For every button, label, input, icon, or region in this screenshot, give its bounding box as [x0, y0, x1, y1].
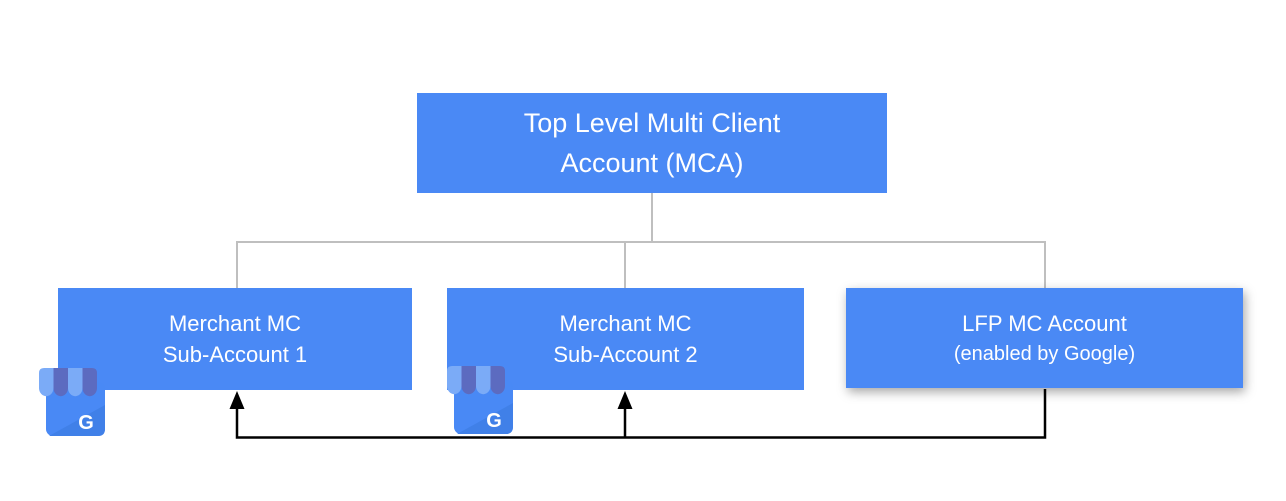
arrowhead-sub-account-2 [617, 391, 633, 409]
google-business-icon [39, 368, 105, 436]
arrowhead-sub-account-1 [229, 391, 245, 409]
node-lfp-mc-account: LFP MC Account (enabled by Google) [846, 288, 1243, 388]
hierarchy-tree-connectors [236, 193, 1046, 289]
node-label-line: Sub-Account 1 [162, 342, 308, 367]
node-merchant-sub-account-1: Merchant MC Sub-Account 1 [58, 288, 412, 390]
node-top-level-mca: Top Level Multi Client Account (MCA) [417, 93, 887, 193]
node-label-line: Merchant MC [168, 311, 302, 336]
node-label-line: (enabled by Google) [953, 342, 1136, 365]
node-label-line: Sub-Account 2 [553, 342, 698, 367]
node-label-line: Account (MCA) [560, 148, 744, 178]
lfp-to-merchants-flow-line [235, 389, 1047, 439]
node-label-line: Merchant MC [559, 311, 692, 336]
google-business-icon [447, 366, 513, 434]
node-label-line: LFP MC Account [962, 310, 1127, 336]
node-merchant-sub-account-2: Merchant MC Sub-Account 2 [447, 288, 804, 390]
node-label-line: Top Level Multi Client [523, 108, 781, 138]
